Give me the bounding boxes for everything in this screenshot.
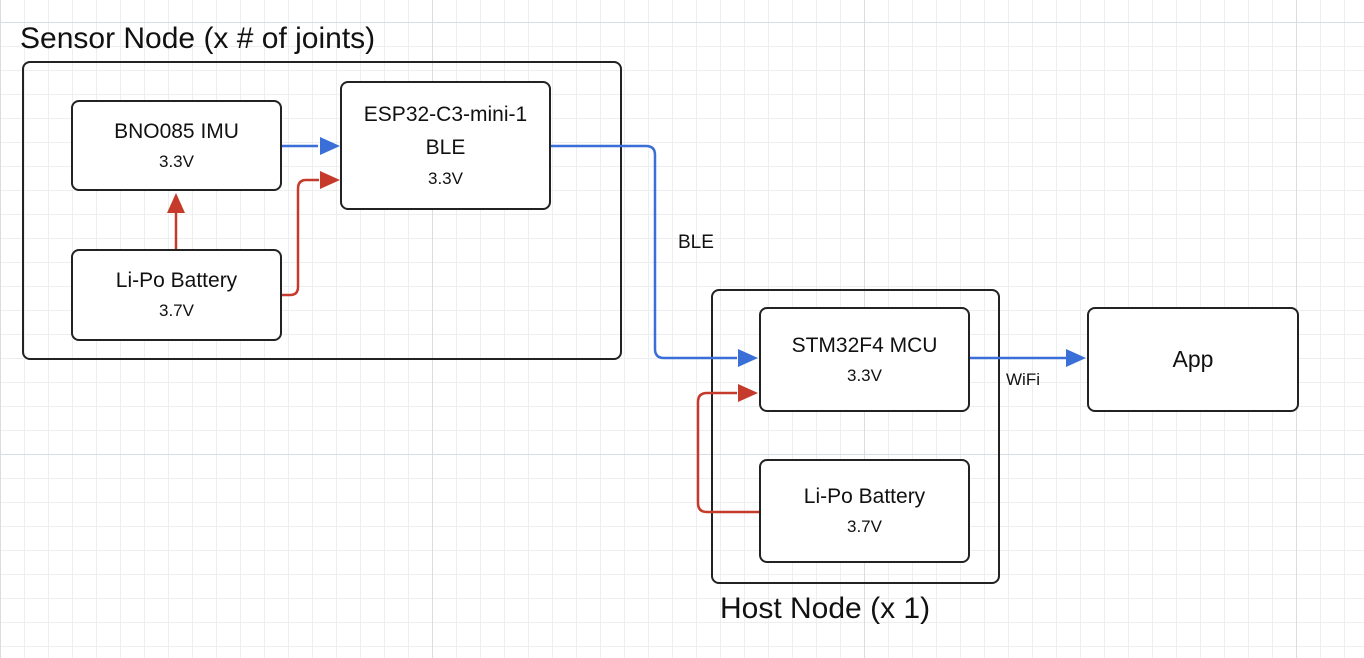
host-battery-node[interactable]: Li-Po Battery 3.7V (759, 459, 970, 563)
imu-node[interactable]: BNO085 IMU 3.3V (71, 100, 282, 191)
host-battery-node-voltage: 3.7V (847, 517, 882, 536)
stm32-node[interactable]: STM32F4 MCU 3.3V (759, 307, 970, 412)
imu-node-title: BNO085 IMU (114, 119, 239, 143)
esp32-node-voltage: 3.3V (428, 168, 463, 188)
sensor-battery-node-title: Li-Po Battery (115, 269, 238, 292)
host-node-group-label: Host Node (x 1) (720, 592, 931, 625)
host-node-group (711, 289, 1000, 584)
sensor-node-group (22, 61, 622, 360)
app-node-title: App (1172, 346, 1214, 372)
imu-node-voltage: 3.3V (159, 151, 194, 171)
esp32-node[interactable]: ESP32-C3-mini-1 BLE 3.3V (340, 81, 551, 210)
stm32-node-voltage: 3.3V (847, 365, 882, 385)
host-battery-node-title: Li-Po Battery (803, 485, 926, 508)
app-node[interactable]: App (1087, 307, 1299, 412)
ble-edge-label: BLE (678, 232, 714, 253)
edge-stm32-to-app-wifi (969, 349, 1086, 367)
sensor-battery-node[interactable]: Li-Po Battery 3.7V (71, 249, 282, 341)
sensor-battery-node-voltage: 3.7V (159, 301, 194, 320)
esp32-node-title: ESP32-C3-mini-1 (363, 102, 528, 126)
edge-imu-to-esp32 (281, 137, 340, 155)
edge-host-battery-to-stm32 (696, 384, 759, 514)
wifi-edge-label: WiFi (1006, 370, 1040, 389)
edge-sensor-battery-to-esp32 (281, 171, 340, 297)
esp32-node-subtitle: BLE (425, 135, 466, 159)
edge-sensor-battery-to-imu (167, 193, 185, 249)
stm32-node-title: STM32F4 MCU (791, 333, 938, 357)
edge-esp32-to-stm32-ble (550, 144, 758, 367)
sensor-node-group-label: Sensor Node (x # of joints) (20, 22, 376, 55)
